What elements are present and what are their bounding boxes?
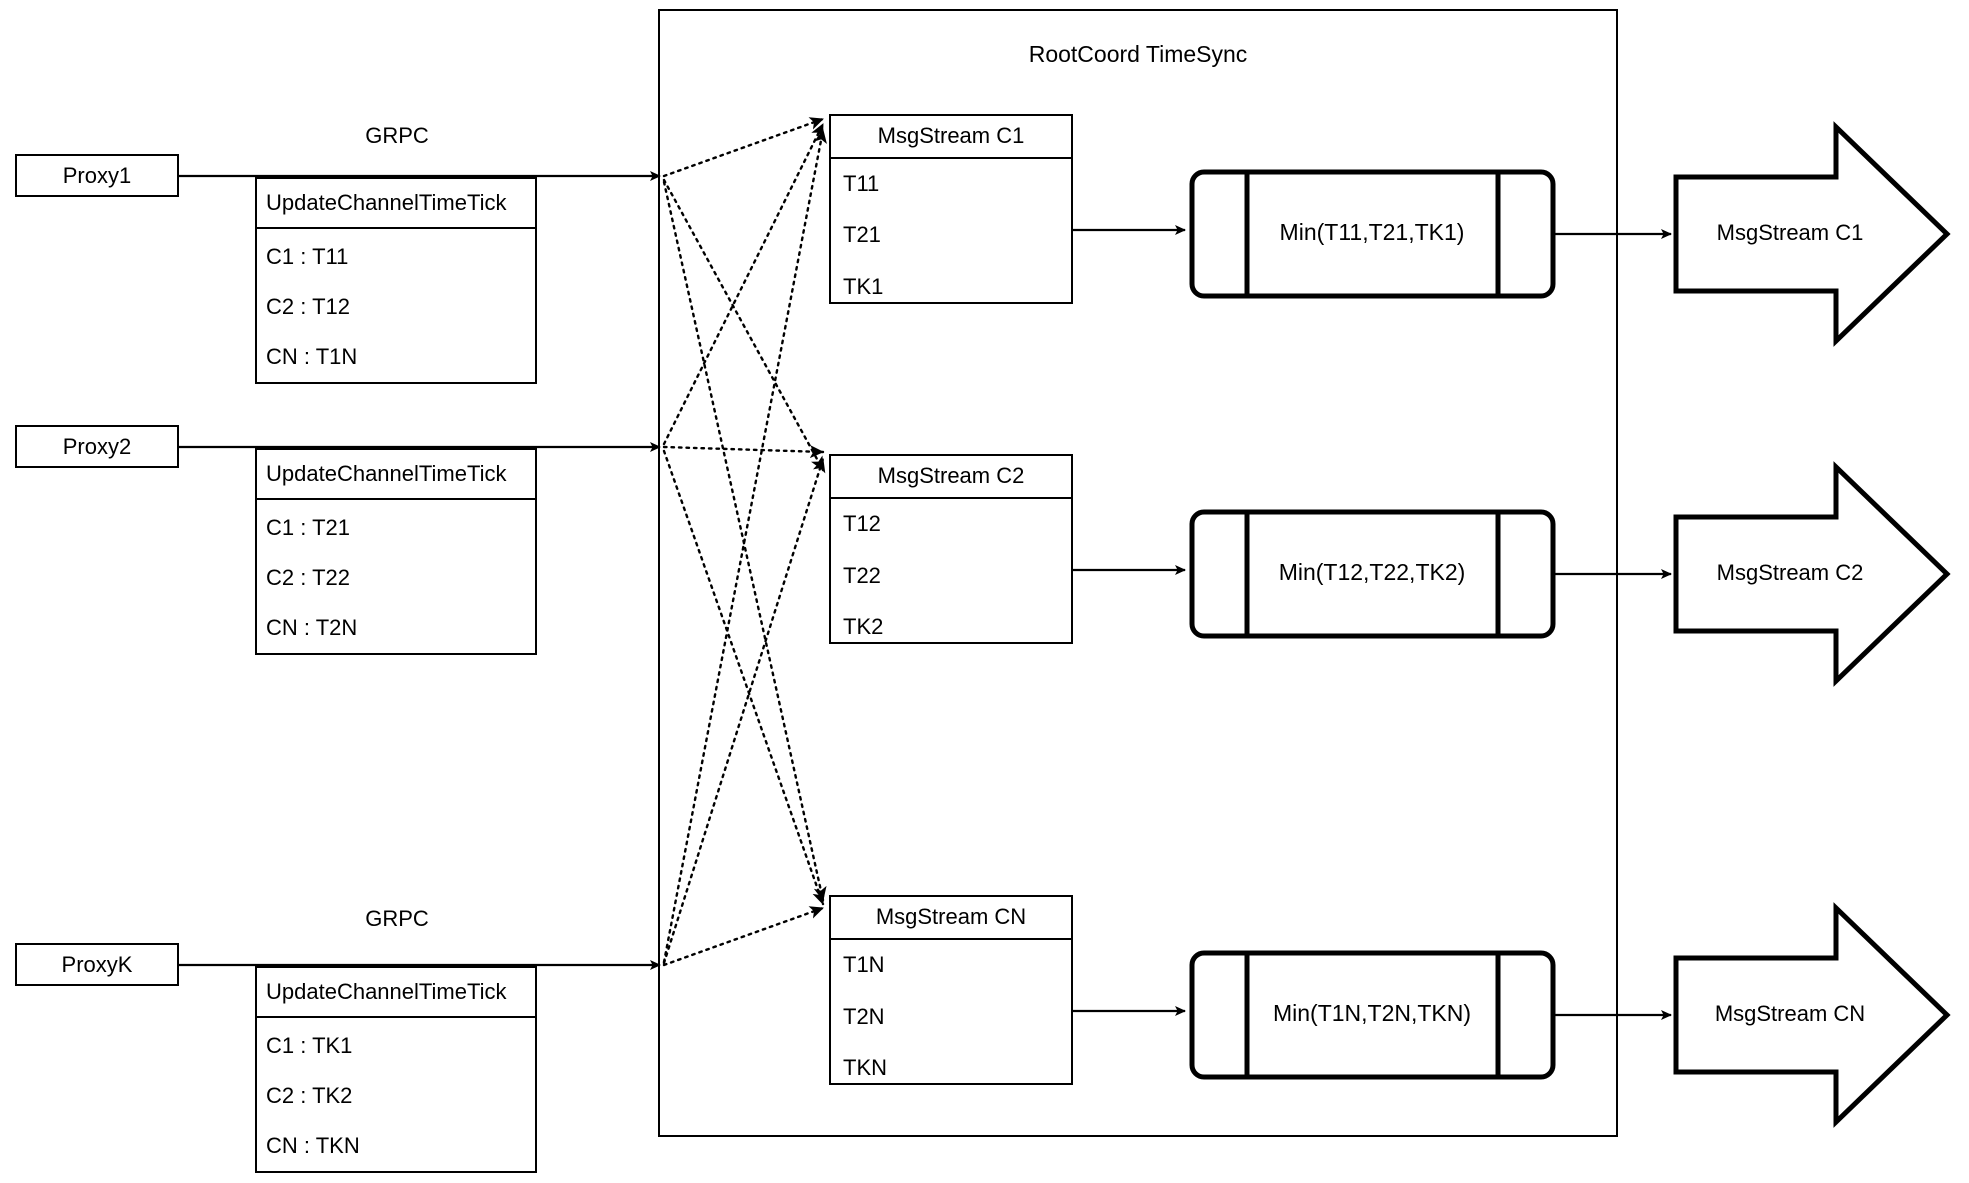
dotted-link-p1-c2 xyxy=(662,178,825,472)
rootcoord-container xyxy=(658,9,1618,1137)
dotted-link-pk-c2 xyxy=(662,457,826,965)
msgstream-box-1-entry-2: TK1 xyxy=(843,274,883,299)
msgstream-box-3 xyxy=(829,895,1073,1085)
msgstream-box-2-entry-0: T12 xyxy=(843,511,881,536)
output-label-3: MsgStream CN xyxy=(1715,1001,1865,1026)
msgstream-box-3-entry-2: TKN xyxy=(843,1055,887,1080)
rpc-box-3-entry-2: CN : TKN xyxy=(266,1133,360,1158)
msgstream-box-2-entry-1: T22 xyxy=(843,563,881,588)
output-label-2: MsgStream C2 xyxy=(1717,560,1864,585)
grpc-label-3: GRPC xyxy=(365,906,429,931)
dotted-link-p2-c1 xyxy=(662,122,825,446)
rpc-box-3 xyxy=(255,966,537,1173)
container-title: RootCoord TimeSync xyxy=(1029,41,1248,67)
proxy-box-3[interactable] xyxy=(15,943,179,986)
rpc-box-2 xyxy=(255,448,537,655)
proxy-label-1: Proxy1 xyxy=(63,163,131,188)
output-arrow-2 xyxy=(1673,461,1951,687)
process-label-1: Min(T11,T21,TK1) xyxy=(1280,219,1465,245)
rpc-box-2-entry-0: C1 : T21 xyxy=(266,515,350,540)
dotted-link-pk-c1 xyxy=(662,128,827,964)
msgstream-box-1-header: MsgStream C1 xyxy=(878,123,1025,148)
msgstream-box-3-entry-1: T2N xyxy=(843,1004,885,1029)
process-label-3: Min(T1N,T2N,TKN) xyxy=(1273,1000,1471,1026)
rpc-box-1-entry-2: CN : T1N xyxy=(266,344,357,369)
grpc-label-1: GRPC xyxy=(365,123,429,148)
proxy-label-2: Proxy2 xyxy=(63,434,131,459)
msgstream-box-3-header: MsgStream CN xyxy=(876,904,1026,929)
rpc-box-2-header: UpdateChannelTimeTick xyxy=(266,461,507,486)
rpc-box-2-entry-2: CN : T2N xyxy=(266,615,357,640)
proxy-label-3: ProxyK xyxy=(62,952,133,977)
proxy-box-2[interactable] xyxy=(15,425,179,468)
msgstream-box-2-entry-2: TK2 xyxy=(843,614,883,639)
msgstream-box-2-header: MsgStream C2 xyxy=(878,463,1025,488)
msgstream-box-1-entry-0: T11 xyxy=(843,171,879,196)
rpc-box-2-entry-1: C2 : T22 xyxy=(266,565,350,590)
dotted-link-p2-c2 xyxy=(662,445,825,459)
rpc-box-3-entry-0: C1 : TK1 xyxy=(266,1033,352,1058)
rpc-box-1-entry-1: C2 : T12 xyxy=(266,294,350,319)
output-arrow-1 xyxy=(1673,121,1951,347)
dotted-link-pk-cn xyxy=(662,906,825,967)
msgstream-box-2 xyxy=(829,454,1073,644)
dotted-link-p2-cn xyxy=(662,449,825,906)
msgstream-box-1 xyxy=(829,114,1073,304)
rpc-box-1-entry-0: C1 : T11 xyxy=(266,244,348,269)
rpc-box-3-entry-1: C2 : TK2 xyxy=(266,1083,352,1108)
process-label-2: Min(T12,T22,TK2) xyxy=(1279,559,1466,585)
rpc-box-1 xyxy=(255,177,537,384)
output-arrow-3 xyxy=(1673,902,1951,1128)
msgstream-box-1-entry-1: T21 xyxy=(843,222,881,247)
dotted-link-p1-c1 xyxy=(662,117,825,178)
proxy-box-1[interactable] xyxy=(15,154,179,197)
output-label-1: MsgStream C1 xyxy=(1717,220,1864,245)
rpc-box-1-header: UpdateChannelTimeTick xyxy=(266,190,507,215)
rpc-box-3-header: UpdateChannelTimeTick xyxy=(266,979,507,1004)
msgstream-box-3-entry-0: T1N xyxy=(843,952,885,977)
